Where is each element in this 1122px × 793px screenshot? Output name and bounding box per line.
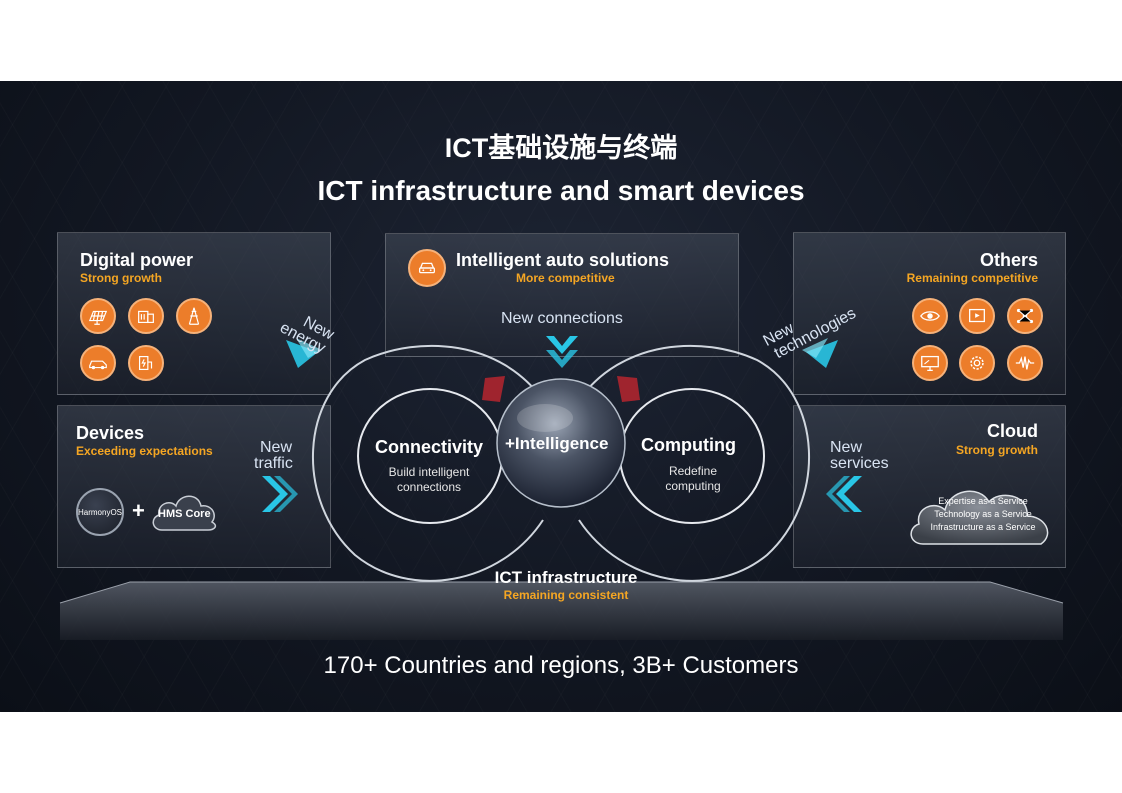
new-services-chevron — [826, 476, 862, 512]
computing-ring — [619, 388, 765, 524]
cloud-subtitle: Strong growth — [956, 443, 1038, 457]
new-technologies-chevron — [802, 338, 838, 368]
intelligence-label: +Intelligence — [505, 434, 609, 453]
others-title: Others — [979, 250, 1038, 270]
devices-subtitle: Exceeding expectations — [76, 444, 213, 458]
power-tower-icon — [176, 298, 212, 334]
intelligent-auto-title: Intelligent auto solutions — [456, 250, 669, 270]
intelligent-auto-panel — [385, 233, 739, 357]
gear-chip-icon — [959, 345, 995, 381]
new-connections-label: New connections — [501, 310, 623, 327]
cloud-service-line-2: Technology as a Service — [934, 509, 1032, 519]
charging-station-icon — [128, 345, 164, 381]
play-screen-icon — [959, 298, 995, 334]
ict-infrastructure-title: ICT infrastructure — [494, 568, 638, 587]
ict-infrastructure-subtitle: Remaining consistent — [503, 588, 629, 602]
cloud-service-line-3: Infrastructure as a Service — [930, 522, 1036, 532]
title-english: ICT infrastructure and smart devices — [317, 175, 805, 206]
connectivity-label: Connectivity — [375, 437, 484, 457]
new-connections-chevron — [546, 336, 578, 368]
computing-subtitle: Redefine computing — [665, 464, 721, 493]
intelligence-sphere — [496, 378, 626, 508]
solar-panel-icon — [80, 298, 116, 334]
energy-cabinet-icon — [128, 298, 164, 334]
hms-core-label: HMS Core — [158, 508, 211, 520]
intelligent-auto-subtitle: More competitive — [516, 271, 615, 285]
cloud-service-line-1: Expertise as a Service — [938, 496, 1028, 506]
plus-sign: + — [132, 498, 145, 523]
new-energy-chevron — [286, 338, 322, 368]
new-traffic-label: New traffic — [254, 439, 293, 472]
electric-car-icon — [80, 345, 116, 381]
eye-icon — [912, 298, 948, 334]
harmonyos-label: HarmonyOS — [78, 507, 123, 517]
title-chinese: ICT基础设施与终端 — [444, 133, 678, 163]
harmonyos-badge: HarmonyOS — [76, 488, 124, 536]
hms-cloud-icon — [152, 495, 217, 531]
others-subtitle: Remaining competitive — [906, 271, 1038, 285]
outer-loop-left — [311, 344, 544, 582]
digital-power-title: Digital power — [80, 250, 194, 270]
outer-loop-right — [578, 344, 811, 582]
network-nodes-icon — [1007, 298, 1043, 334]
monitor-icon — [912, 345, 948, 381]
devices-title: Devices — [76, 423, 145, 443]
cloud-service-icon — [910, 490, 1049, 545]
waveform-icon — [1007, 345, 1043, 381]
connectivity-subtitle: Build intelligent connections — [388, 465, 470, 494]
new-services-label: New services — [830, 439, 889, 472]
bottom-stat-text: 170+ Countries and regions, 3B+ Customer… — [323, 652, 799, 679]
car-front-icon — [408, 249, 446, 287]
new-traffic-chevron — [262, 476, 298, 512]
digital-power-subtitle: Strong growth — [80, 271, 162, 285]
cloud-title: Cloud — [987, 421, 1038, 441]
computing-label: Computing — [641, 435, 736, 455]
